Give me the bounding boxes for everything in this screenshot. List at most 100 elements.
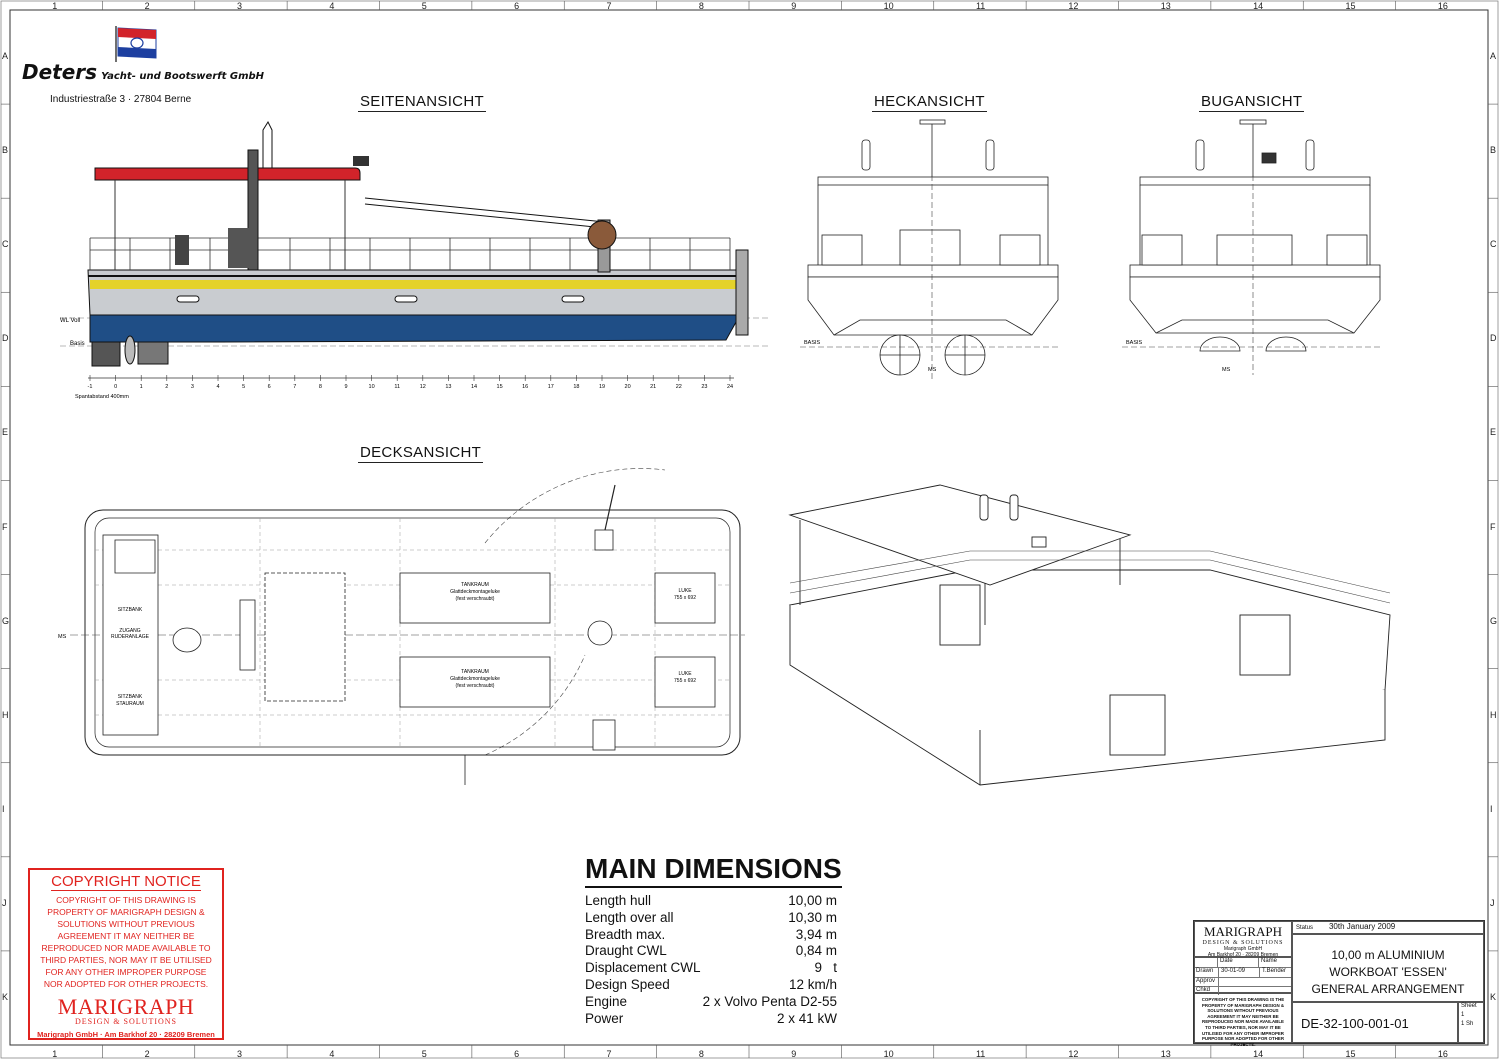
bow-view-drawing: BASIS MS [1122, 119, 1382, 375]
border-row-label: E [2, 427, 9, 438]
border-column-label: 11 [975, 1049, 986, 1059]
dimension-label: Power [585, 1010, 624, 1026]
bow-ms-label: MS [1222, 367, 1231, 373]
border-column-label: 15 [1345, 1, 1356, 11]
border-column-label: 11 [975, 1, 986, 11]
frame-number: 0 [114, 384, 117, 390]
border-column-label: 13 [1160, 1049, 1171, 1059]
border-column-label: 9 [791, 1, 797, 11]
border-column-label: 14 [1253, 1049, 1264, 1059]
border-column-label: 8 [698, 1, 704, 11]
drawing-number: DE-32-100-001-01 [1292, 1002, 1458, 1043]
stern-view-drawing: BASIS MS [800, 119, 1060, 380]
ruderanlage-label: RUDERANLAGE [111, 634, 150, 640]
copyright-title: COPYRIGHT NOTICE [51, 873, 201, 891]
border-row-label: D [2, 333, 9, 344]
tank2-line2: Glattdeckmontageluke [450, 676, 500, 682]
dimension-label: Displacement CWL [585, 960, 701, 976]
border-row-label: B [1490, 145, 1497, 156]
marigraph-address: Marigraph GmbH · Am Barkhof 20 · 28209 B… [37, 1030, 215, 1039]
drawing-title: 10,00 m ALUMINIUM WORKBOAT 'ESSEN' GENER… [1292, 934, 1484, 1002]
marigraph-logo: MARIGRAPH [57, 994, 195, 1019]
border-row-label: A [2, 51, 9, 62]
border-row-label: F [2, 521, 8, 532]
deters-flag-logo [115, 26, 157, 62]
company-address: Industriestraße 3 · 27804 Berne [50, 94, 192, 105]
stauraum-label: STAURAUM [116, 701, 144, 707]
dimension-value: 12 km/h [788, 976, 837, 992]
border-column-label: 16 [1437, 1049, 1448, 1059]
wl-label: WL Voll [60, 318, 80, 324]
border-row-label: B [2, 145, 9, 156]
frame-number: 6 [268, 384, 271, 390]
deck-view-drawing: TANKRAUM Glattdeckmontageluke (fest vers… [58, 468, 745, 785]
border-row-label: D [1490, 333, 1497, 344]
border-row-label: H [1490, 709, 1497, 720]
frame-spacing-note: Spantabstand 400mm [75, 394, 129, 400]
marigraph-logo-sub: DESIGN & SOLUTIONS [75, 1017, 177, 1026]
copyright-notice: COPYRIGHT NOTICE COPYRIGHT OF THIS DRAWI… [28, 868, 224, 1040]
stern-view-title: HECKANSICHT [872, 93, 987, 112]
border-column-label: 16 [1437, 1, 1448, 11]
dimension-label: Engine [585, 993, 628, 1009]
dimension-row: Breadth max. 3,94 m [585, 927, 837, 944]
hatch1-title: LUKE [678, 588, 692, 594]
dimension-label: Design Speed [585, 976, 670, 992]
frame-number: 2 [165, 384, 168, 390]
border-column-label: 5 [421, 1049, 427, 1059]
frame-number: 17 [548, 384, 554, 390]
border-column-label: 12 [1068, 1049, 1079, 1059]
frame-number: 12 [420, 384, 426, 390]
dimension-value: 10,30 m [788, 909, 837, 925]
frame-number: 20 [625, 384, 631, 390]
tank1-title: TANKRAUM [461, 582, 489, 588]
frame-number: 1 [140, 384, 143, 390]
title-block-logo: MARIGRAPH DESIGN & SOLUTIONS Marigraph G… [1194, 921, 1292, 958]
dimension-value: 2 x 41 kW [776, 1010, 837, 1026]
dimension-row: Length over all 10,30 m [585, 910, 837, 927]
border-row-label: K [2, 991, 9, 1002]
frame-number: -1 [88, 384, 93, 390]
border-row-label: J [1490, 897, 1495, 908]
frame-number: 18 [573, 384, 579, 390]
dimension-value: 10,00 m [788, 893, 837, 908]
zugang-label: ZUGANG [119, 628, 141, 634]
dimension-value: 3,94 m [795, 926, 837, 942]
isometric-view-drawing [788, 484, 1391, 786]
frame-number: 3 [191, 384, 194, 390]
frame-number: 21 [650, 384, 656, 390]
dimension-label: Breadth max. [585, 926, 666, 942]
border-column-label: 4 [329, 1049, 335, 1059]
border-row-label: I [2, 803, 5, 814]
sitzbank-label: SITZBANK [118, 607, 143, 613]
frame-number: 15 [497, 384, 503, 390]
frame-number: 4 [216, 384, 219, 390]
stern-ms-label: MS [928, 367, 937, 373]
border-column-label: 7 [606, 1, 612, 11]
border-row-label: G [1490, 615, 1498, 626]
stern-basis-label: BASIS [804, 340, 821, 346]
basis-label: Basis [70, 341, 85, 347]
frame-number: 14 [471, 384, 477, 390]
copyright-text: COPYRIGHT OF THIS DRAWING IS PROPERTY OF… [40, 895, 212, 989]
sitzbank2-label: SITZBANK [118, 694, 143, 700]
side-view-title: SEITENANSICHT [358, 93, 486, 112]
border-column-label: 1 [52, 1049, 58, 1059]
frame-number: 22 [676, 384, 682, 390]
border-column-label: 3 [236, 1, 242, 11]
tank2-title: TANKRAUM [461, 669, 489, 675]
border-column-label: 6 [514, 1049, 520, 1059]
border-column-label: 13 [1160, 1, 1171, 11]
border-column-label: 1 [52, 1, 58, 11]
frame-number: 5 [242, 384, 245, 390]
frame-number: 11 [394, 384, 400, 390]
sheet-cell: Sheet 1 1 Sh [1458, 1002, 1484, 1043]
frame-number: 19 [599, 384, 605, 390]
dimension-label: Length over all [585, 909, 674, 925]
frame-number: 7 [293, 384, 296, 390]
